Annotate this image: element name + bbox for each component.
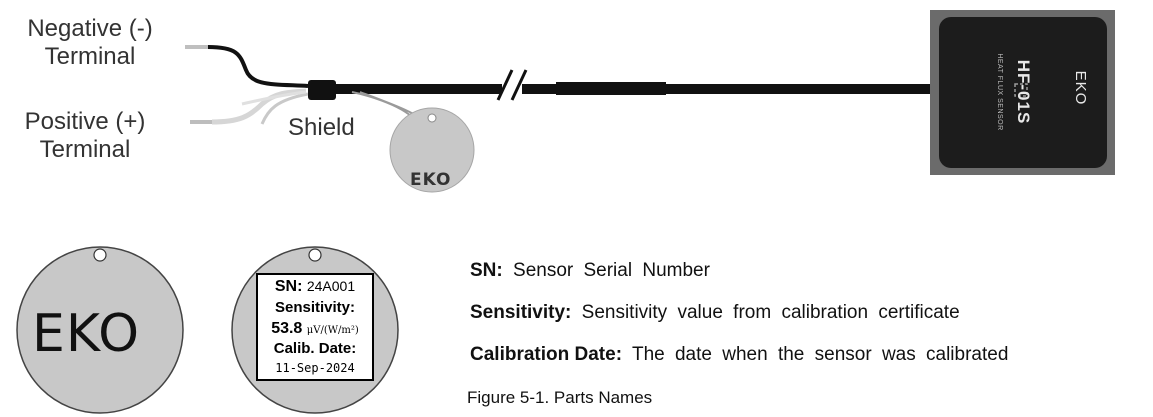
legend-desc: The date when the sensor was calibrated	[631, 344, 1009, 365]
tag-back-hole	[308, 248, 322, 262]
tag-sn-label: SN:	[274, 278, 303, 295]
tag-calib-label: Calib. Date:	[273, 340, 357, 357]
tag-sn-value: 24A001	[306, 278, 356, 294]
sensor-center-mark	[1014, 83, 1028, 97]
shield-label: Shield	[288, 114, 355, 141]
tag-sn-row: SN: 24A001	[257, 278, 373, 296]
sensor-body	[939, 17, 1107, 168]
tag-sensitivity-row: 53.8 μV/(W/m²)	[257, 320, 373, 338]
shield-wire-strand	[241, 90, 307, 106]
tag-back-label-card	[256, 273, 374, 381]
legend-term: SN:	[470, 260, 503, 281]
tag-calib-value: 11-Sep-2024	[275, 361, 355, 375]
sensor-model-label: HF-01S	[1014, 59, 1033, 125]
sensor-subtitle-label: HEAT FLUX SENSOR	[996, 53, 1003, 131]
cable-segment-thick	[556, 82, 666, 95]
sensor-brand-group: EKO	[1071, 71, 1089, 106]
negative-lead-wire	[207, 45, 309, 88]
legend-term: Calibration Date:	[470, 344, 623, 365]
cable-tag-disc	[389, 107, 475, 193]
shield-wire	[260, 92, 309, 125]
positive-lead-wire	[211, 88, 307, 125]
positive-label-line2: Terminal	[39, 136, 131, 163]
negative-label-line1: Negative (-)	[27, 15, 153, 42]
legend-item-sensitivity: Sensitivity: Sensitivity value from cali…	[470, 302, 960, 324]
sensor-subtitle-group: HEAT FLUX SENSOR	[993, 53, 1011, 130]
tag-front-disc	[16, 246, 184, 414]
sensor-model-text-group: HF-01S	[1013, 60, 1033, 125]
legend-item-calibration-date: Calibration Date: The date when the sens…	[470, 344, 1008, 366]
positive-terminal-label: Positive (+) Terminal	[0, 108, 170, 164]
tag-back-label-text: SN: 24A001 Sensitivity: 53.8 μV/(W/m²) C…	[257, 274, 373, 380]
cable-break-mark	[496, 69, 528, 101]
cable-tag-hole	[427, 113, 437, 123]
cable-segment-left	[336, 84, 502, 94]
negative-terminal-label: Negative (-) Terminal	[5, 15, 175, 71]
tag-sensitivity-label: Sensitivity:	[274, 299, 356, 316]
figure-caption: Figure 5-1. Parts Names	[467, 388, 653, 407]
legend-term: Sensitivity:	[470, 302, 572, 323]
tag-sensitivity-unit: μV/(W/m²)	[306, 325, 359, 336]
legend-desc: Sensitivity value from calibration certi…	[581, 302, 960, 323]
sensor-brand-logo: EKO	[1072, 70, 1089, 106]
cable-segment-right	[522, 84, 556, 94]
cable-tag-brand-logo: EKO	[410, 170, 452, 190]
legend-item-sn: SN: Sensor Serial Number	[470, 260, 710, 282]
legend-desc: Sensor Serial Number	[513, 260, 710, 281]
tag-front-brand-logo: EKO	[32, 304, 141, 364]
cable-sleeve	[308, 80, 336, 100]
cable-segment-end	[666, 84, 932, 94]
tag-sensitivity-value: 53.8	[271, 320, 303, 337]
negative-label-line2: Terminal	[44, 43, 136, 70]
tag-front-hole	[93, 248, 107, 262]
positive-label-line1: Positive (+)	[24, 108, 146, 135]
